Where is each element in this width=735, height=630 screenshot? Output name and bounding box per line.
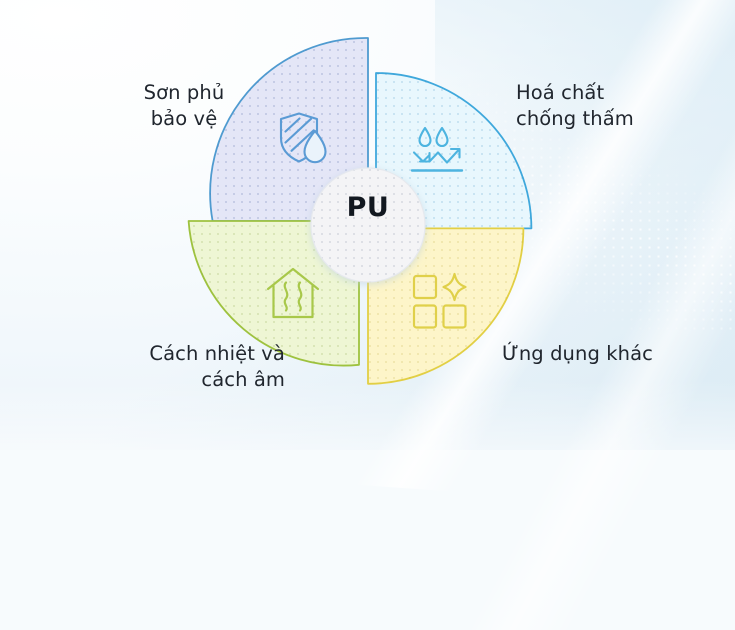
house-heat-icon xyxy=(266,267,320,319)
segment-label-chemical: Hoá chất chống thấm xyxy=(516,81,634,131)
segment-chemical[interactable] xyxy=(375,72,533,230)
center-hub-label: PU xyxy=(346,192,390,223)
background-bottom-fade xyxy=(0,380,735,450)
shield-droplet-icon xyxy=(279,112,327,164)
center-hub[interactable] xyxy=(310,167,426,283)
segment-coating[interactable] xyxy=(209,37,369,222)
squares-sparkle-icon xyxy=(412,272,467,329)
segment-label-coating: Sơn phủ bảo vệ xyxy=(143,81,225,131)
segment-label-other: Ứng dụng khác xyxy=(502,342,653,365)
center-hub-texture xyxy=(311,168,425,282)
segment-insulation[interactable] xyxy=(187,220,360,367)
segment-label-insulation: Cách nhiệt và cách âm xyxy=(149,342,285,392)
segment-chemical-texture xyxy=(376,73,532,229)
water-repellent-icon xyxy=(410,126,464,172)
quadrant-wheel xyxy=(187,37,533,385)
